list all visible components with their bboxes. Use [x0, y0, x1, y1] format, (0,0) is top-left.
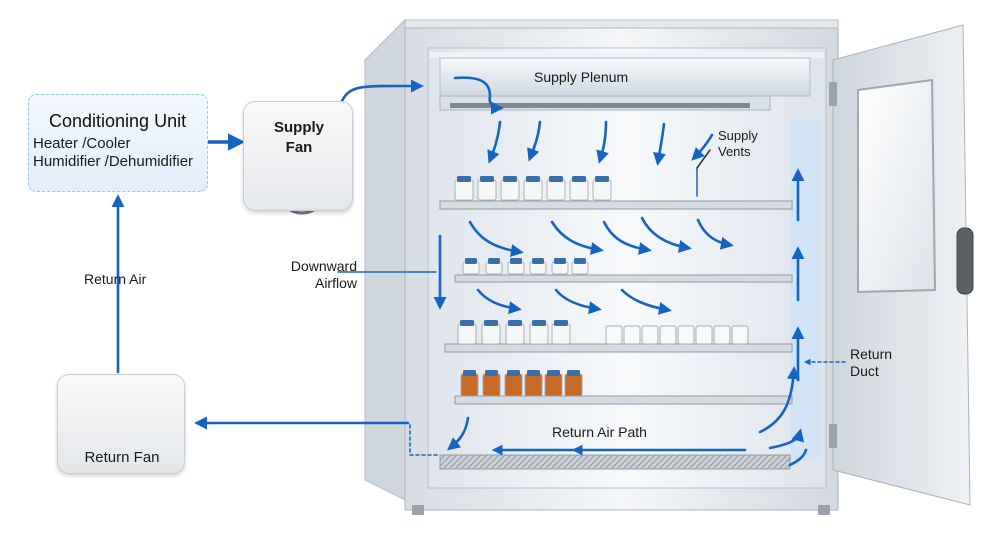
sample-vial — [623, 325, 641, 345]
sample-cap — [507, 370, 520, 376]
downward-airflow-label-line1: Downward — [290, 258, 357, 274]
return-fan-label: Return Fan — [84, 449, 160, 466]
sample-bottle — [505, 323, 525, 345]
sample-vial — [605, 325, 623, 345]
airflow-arrows — [111, 76, 846, 467]
sample-cap — [572, 176, 586, 182]
sample-cap — [554, 258, 566, 264]
sample-bottles — [454, 176, 749, 397]
sample-bottle — [564, 373, 583, 397]
sample-vial — [695, 325, 713, 345]
supply-vents-label-line2: Vents — [718, 144, 751, 159]
sample-bottle — [551, 323, 571, 345]
sample-cap — [503, 176, 517, 182]
sample-cap — [549, 176, 563, 182]
sample-bottle — [529, 323, 549, 345]
return-air-path-label: Return Air Path — [552, 424, 647, 440]
sample-cap — [554, 320, 568, 326]
sample-bottle — [524, 373, 543, 397]
sample-bottle — [569, 179, 589, 201]
sample-bottle — [500, 179, 520, 201]
conditioning-unit: Conditioning Unit Heater /Cooler Humidif… — [28, 94, 208, 192]
conditioning-unit-title: Conditioning Unit — [49, 111, 187, 131]
sample-vial — [677, 325, 695, 345]
sample-bottle — [544, 373, 563, 397]
return-air-label: Return Air — [84, 271, 147, 287]
conditioning-unit-line1: Heater /Cooler — [33, 135, 131, 152]
sample-cap — [547, 370, 560, 376]
supply-fan-label-line2: Fan — [285, 139, 313, 156]
sample-vial — [641, 325, 659, 345]
door — [829, 24, 974, 506]
return-duct-label-line1: Return — [850, 346, 893, 362]
sample-vial — [713, 325, 731, 345]
shelves — [439, 200, 793, 470]
sample-cap — [508, 320, 522, 326]
sample-bottle — [504, 373, 523, 397]
sample-cap — [526, 176, 540, 182]
sample-cap — [465, 258, 477, 264]
sample-bottle — [482, 373, 501, 397]
sample-bottle — [457, 323, 477, 345]
sample-cap — [574, 258, 586, 264]
return-duct-label: Return Duct — [850, 346, 892, 380]
sample-cap — [485, 370, 498, 376]
downward-airflow-label-line2: Airflow — [314, 275, 357, 291]
sample-bottle — [477, 179, 497, 201]
sample-bottle — [546, 179, 566, 201]
supply-fan-label-line1: Supply — [273, 119, 324, 136]
sample-bottle — [523, 179, 543, 201]
conditioning-unit-line2: Humidifier /Dehumidifier — [33, 153, 194, 170]
sample-cap — [567, 370, 580, 376]
sample-cap — [510, 258, 522, 264]
sample-cap — [532, 258, 544, 264]
sample-bottle — [481, 323, 501, 345]
sample-cap — [457, 176, 471, 182]
supply-vents-label-line1: Supply — [718, 128, 758, 143]
return-duct-label-line2: Duct — [850, 363, 879, 379]
supply-plenum — [439, 57, 811, 111]
supply-plenum-label: Supply Plenum — [534, 69, 629, 85]
return-fan: Return Fan — [57, 374, 185, 474]
supply-fan: Supply Fan — [243, 101, 353, 211]
sample-cap — [595, 176, 609, 182]
supply-vents-label: Supply Vents — [718, 128, 758, 160]
sample-cap — [460, 320, 474, 326]
supply-fan-label: Supply Fan — [244, 118, 354, 158]
downward-airflow-label: Downward Airflow — [285, 258, 357, 292]
sample-bottle — [460, 373, 479, 397]
sample-cap — [480, 176, 494, 182]
sample-vial — [731, 325, 749, 345]
sample-bottle — [454, 179, 474, 201]
sample-bottle — [592, 179, 612, 201]
sample-cap — [484, 320, 498, 326]
sample-cap — [532, 320, 546, 326]
sample-vial — [659, 325, 677, 345]
sample-cap — [527, 370, 540, 376]
sample-cap — [463, 370, 476, 376]
sample-cap — [488, 258, 500, 264]
